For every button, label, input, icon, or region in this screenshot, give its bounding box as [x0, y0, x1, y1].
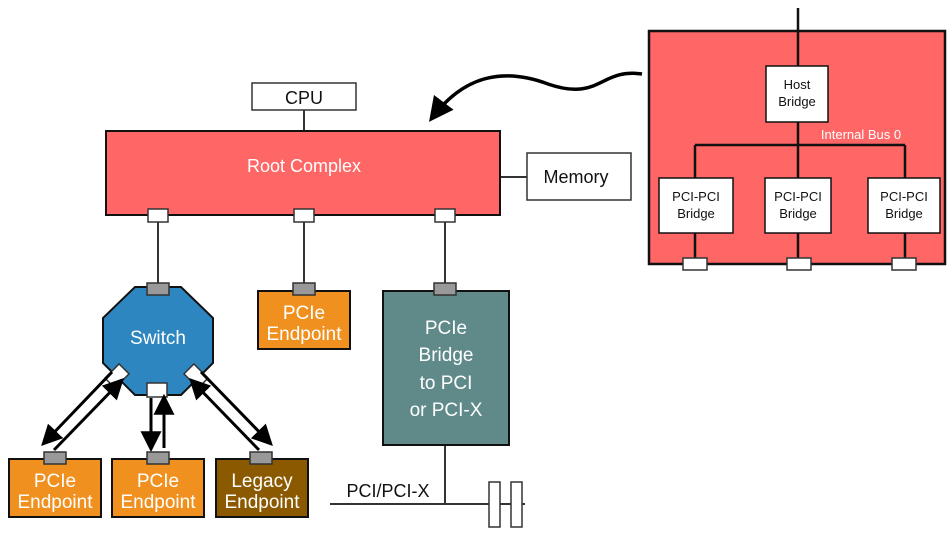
bridge-2-line2: Bridge	[779, 206, 817, 221]
pci-pci-bridge-2: PCI-PCI Bridge	[764, 177, 832, 234]
bridge-port	[433, 282, 457, 296]
legacy-endpoint: Legacy Endpoint	[215, 458, 309, 518]
bridge-2-line1: PCI-PCI	[774, 189, 822, 204]
pcie-endpoint-center: PCIe Endpoint	[257, 290, 351, 350]
root-complex-label: Root Complex	[247, 156, 361, 176]
bridge-3-line1: PCI-PCI	[880, 189, 928, 204]
switch-links	[41, 370, 273, 453]
bridge-line2: Bridge	[419, 345, 474, 366]
pcie-endpoint-middle: PCIe Endpoint	[111, 458, 205, 518]
legacy-endpoint-line1: Legacy	[231, 471, 293, 492]
root-port-1	[147, 208, 169, 223]
bridge-line1: PCIe	[425, 318, 467, 339]
zoom-arrow	[429, 71, 643, 122]
endpoint-middle-port	[146, 451, 170, 465]
bridge-1-line2: Bridge	[677, 206, 715, 221]
legacy-endpoint-port	[249, 451, 273, 465]
host-bridge-line2: Bridge	[778, 94, 816, 109]
pcie-bridge: PCIe Bridge to PCI or PCI-X	[382, 290, 510, 446]
legacy-endpoint-line2: Endpoint	[224, 492, 300, 513]
pci-bus-label: PCI/PCI-X	[346, 481, 429, 501]
cpu-label: CPU	[285, 88, 323, 108]
pcie-endpoint-left: PCIe Endpoint	[8, 458, 102, 518]
root-complex: Root Complex	[105, 130, 501, 216]
endpoint-left-line1: PCIe	[34, 471, 76, 492]
switch-node: Switch	[102, 286, 214, 396]
host-bridge: Host Bridge	[765, 65, 829, 123]
host-bridge-line1: Host	[784, 77, 811, 92]
endpoint-center-line1: PCIe	[283, 303, 325, 324]
root-port-3	[434, 208, 456, 223]
endpoint-center-port	[292, 282, 316, 296]
switch-port-down	[146, 382, 168, 398]
switch-upstream-port	[146, 282, 170, 296]
endpoint-left-line2: Endpoint	[17, 492, 93, 513]
root-complex-ports	[147, 208, 456, 223]
memory-box: Memory	[526, 152, 632, 201]
endpoint-center-line2: Endpoint	[266, 324, 342, 345]
memory-label: Memory	[543, 167, 608, 187]
bridge-line4: or PCI-X	[410, 400, 483, 421]
cpu-box: CPU	[251, 82, 357, 111]
internal-bus-label: Internal Bus 0	[821, 127, 901, 142]
endpoint-middle-line2: Endpoint	[120, 492, 196, 513]
switch-label: Switch	[130, 328, 186, 349]
endpoint-left-port	[43, 451, 67, 465]
endpoint-middle-line1: PCIe	[137, 471, 179, 492]
pci-pci-bridge-3: PCI-PCI Bridge	[867, 177, 941, 234]
detail-ports	[682, 257, 917, 271]
bridge-1-line1: PCI-PCI	[672, 189, 720, 204]
bridge-line3: to PCI	[420, 373, 473, 394]
root-complex-detail: Host Bridge Internal Bus 0 PCI-PCI Bridg…	[647, 8, 947, 271]
pci-slot-connectors	[488, 481, 523, 528]
bridge-3-line2: Bridge	[885, 206, 923, 221]
root-port-2	[293, 208, 315, 223]
pci-pci-bridge-1: PCI-PCI Bridge	[658, 177, 734, 234]
